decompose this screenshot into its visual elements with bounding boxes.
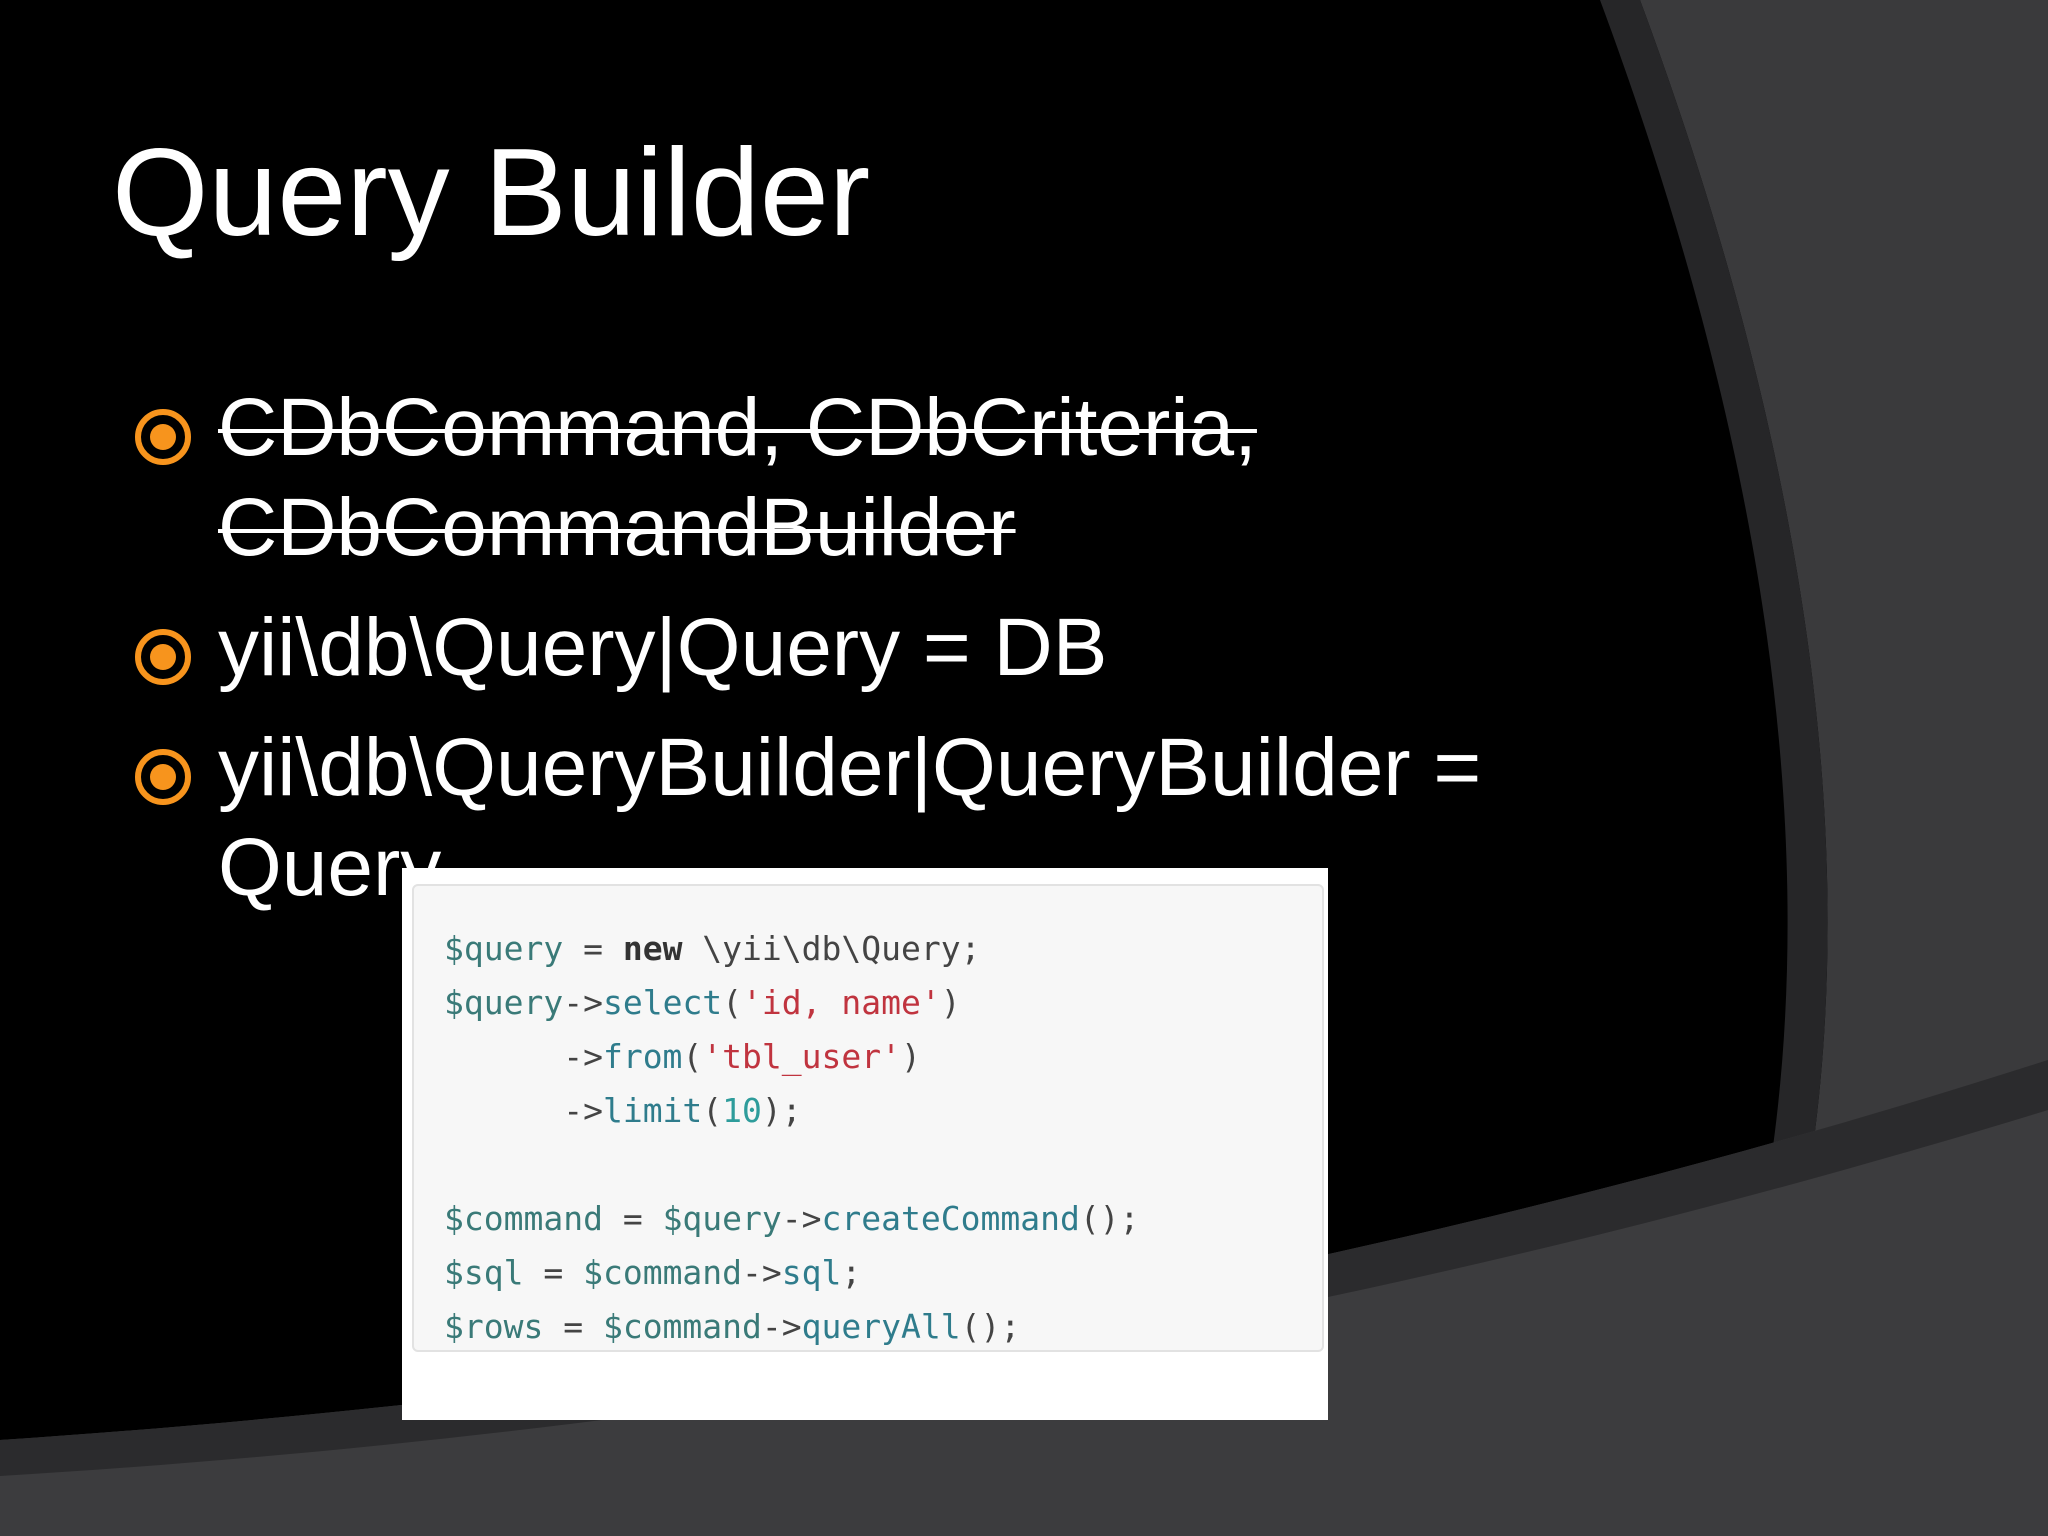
code-line: ->limit(10); <box>444 1084 1139 1138</box>
code-token: = <box>563 929 623 968</box>
code-line: ->from('tbl_user') <box>444 1030 1139 1084</box>
code-token: (); <box>1079 1199 1140 1238</box>
bullet-text: yii\db\QueryBuilder|QueryBuilder = Query <box>218 722 1482 913</box>
code-token: -> <box>444 1091 603 1130</box>
code-line: $query = new \yii\db\Query; <box>444 922 1139 976</box>
code-token: 'tbl_user' <box>702 1037 901 1076</box>
code-token: -> <box>742 1253 782 1292</box>
code-block: $query = new \yii\db\Query;$query->selec… <box>444 922 1139 1354</box>
code-token: sql <box>781 1253 842 1292</box>
code-token: -> <box>781 1199 822 1238</box>
code-token: $command <box>583 1253 743 1292</box>
code-token: -> <box>563 983 603 1022</box>
code-line: $command = $query->createCommand(); <box>444 1192 1139 1246</box>
code-token: $query <box>662 1199 782 1238</box>
code-token: ( <box>722 983 743 1022</box>
code-token: queryAll <box>801 1307 961 1346</box>
code-token: \yii\db\Query; <box>682 929 981 968</box>
code-screenshot: $query = new \yii\db\Query;$query->selec… <box>402 868 1328 1420</box>
code-panel: $query = new \yii\db\Query;$query->selec… <box>412 884 1324 1352</box>
bullet-item-deprecated-classes: CDbCommand, CDbCriteria, CDbCommandBuild… <box>130 378 1630 578</box>
code-line: $query->select('id, name') <box>444 976 1139 1030</box>
code-token: ; <box>841 1253 862 1292</box>
code-token: = <box>543 1307 603 1346</box>
code-token: $query <box>444 983 564 1022</box>
code-token: limit <box>602 1091 703 1130</box>
code-token: ); <box>761 1091 802 1130</box>
slide-title: Query Builder <box>112 124 871 262</box>
bullet-item-querybuilder: yii\db\QueryBuilder|QueryBuilder = Query <box>130 718 1630 918</box>
code-token: -> <box>444 1037 603 1076</box>
code-token: ) <box>901 1037 921 1076</box>
code-token: $command <box>444 1199 603 1238</box>
code-token: -> <box>761 1307 802 1346</box>
code-token: $rows <box>444 1307 544 1346</box>
bullet-list: CDbCommand, CDbCriteria, CDbCommandBuild… <box>130 378 1630 938</box>
code-token: select <box>602 983 723 1022</box>
code-token: = <box>523 1253 584 1292</box>
code-line <box>444 1138 1139 1192</box>
code-line: $sql = $command->sql; <box>444 1246 1139 1300</box>
radio-bullet-icon <box>135 629 191 685</box>
code-token: from <box>602 1037 683 1076</box>
code-token: new <box>622 929 683 968</box>
code-token: ( <box>702 1091 723 1130</box>
code-token: ( <box>682 1037 703 1076</box>
radio-bullet-icon <box>135 409 191 465</box>
code-token: (); <box>960 1307 1021 1346</box>
code-token: $sql <box>444 1253 524 1292</box>
code-token: 'id, name' <box>742 983 941 1022</box>
bullet-item-query: yii\db\Query|Query = DB <box>130 598 1630 698</box>
code-token: createCommand <box>821 1199 1080 1238</box>
bullet-text: yii\db\Query|Query = DB <box>218 602 1108 693</box>
radio-bullet-icon <box>135 749 191 805</box>
code-line: $rows = $command->queryAll(); <box>444 1300 1139 1354</box>
bullet-text: CDbCommand, CDbCriteria, CDbCommandBuild… <box>218 382 1257 573</box>
code-token: = <box>602 1199 663 1238</box>
code-token: 10 <box>722 1091 762 1130</box>
code-token: ) <box>940 983 961 1022</box>
code-token: $query <box>444 929 564 968</box>
code-token: $command <box>602 1307 762 1346</box>
